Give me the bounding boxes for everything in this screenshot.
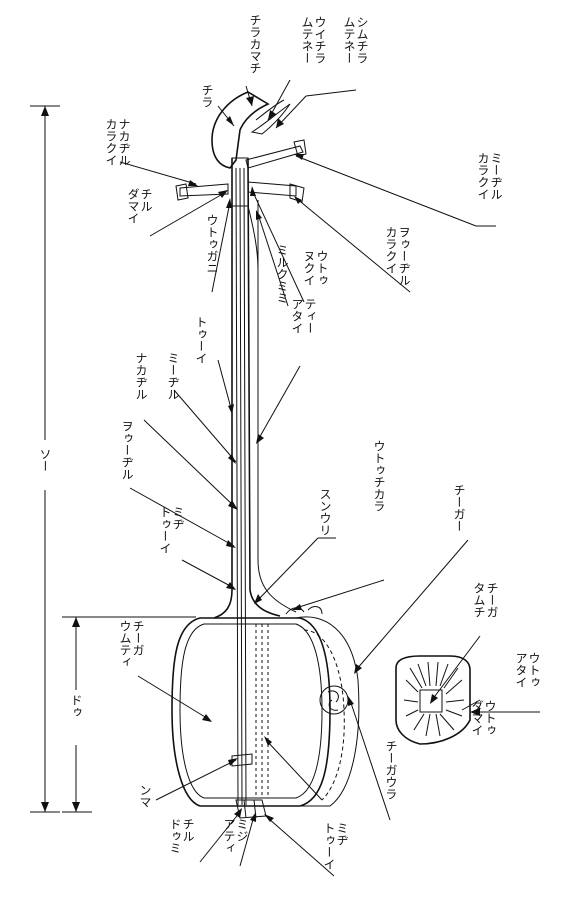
label-mijiru: ミーヂル	[166, 352, 180, 400]
label-wojiru-karakui: ヲゥーヂル カラクイ	[384, 226, 411, 286]
label-miji-touui: ミヂ トゥーイ	[322, 822, 349, 870]
skin-piece	[395, 655, 471, 745]
label-nakajiru-karakui: ナカヂル カラクイ	[104, 118, 131, 166]
dimension-do	[62, 616, 196, 813]
label-touui: トゥーイ	[194, 316, 208, 364]
label-chiru-damai: チル ダマイ	[126, 188, 153, 224]
label-miji-ati: ミジ アティ	[222, 818, 249, 854]
label-so: ソー	[38, 448, 52, 472]
dimension-so	[30, 105, 60, 813]
label-utou-atai: ウトゥ アタイ	[514, 652, 541, 688]
label-mijiru-karakui: ミーヂル カラクイ	[476, 152, 503, 200]
label-numa: ンマ	[138, 784, 152, 808]
label-utou-damai: ウトゥ ダマイ	[470, 700, 497, 736]
leader-lines	[119, 79, 540, 877]
label-wojiru: ヲゥーヂル	[120, 420, 134, 480]
label-tii-atai: ティー アタイ	[290, 298, 317, 334]
label-do: ドゥ	[69, 694, 83, 718]
label-shimuchira-mutine: シムチラ ムテネー	[342, 16, 369, 64]
label-chiga-damuchi: チーガ タムチ	[472, 582, 499, 618]
label-sunuri: スンウリ	[318, 488, 332, 536]
label-uichira-mutine: ウイチラ ムテネー	[300, 16, 327, 64]
label-utouchikara: ウトゥチカラ	[372, 440, 386, 512]
label-mirukumimi: ミルクミミ	[275, 244, 289, 304]
label-utogani: ウトゥガニ	[205, 214, 219, 274]
head-chira	[211, 91, 291, 169]
strings	[235, 167, 247, 806]
pegs	[175, 139, 307, 203]
label-chiru-doumi: チル ドゥミ	[168, 818, 195, 854]
neck-so	[213, 157, 297, 619]
label-uto-nukui: ウトゥ ヌクイ	[302, 250, 329, 286]
label-chikamachi: チラカマチ	[248, 14, 262, 74]
label-nakajiru: ナカヂル	[134, 352, 148, 400]
label-migi-touui: ミヂ トゥーイ	[158, 506, 185, 554]
label-chira: チラ	[200, 84, 214, 108]
label-chiga: チーガー	[452, 484, 466, 532]
label-chiga-umuti: チーガ ウムティ	[118, 620, 145, 668]
body-chiga	[171, 606, 360, 819]
label-chigaura: チーガウラ	[384, 740, 398, 800]
